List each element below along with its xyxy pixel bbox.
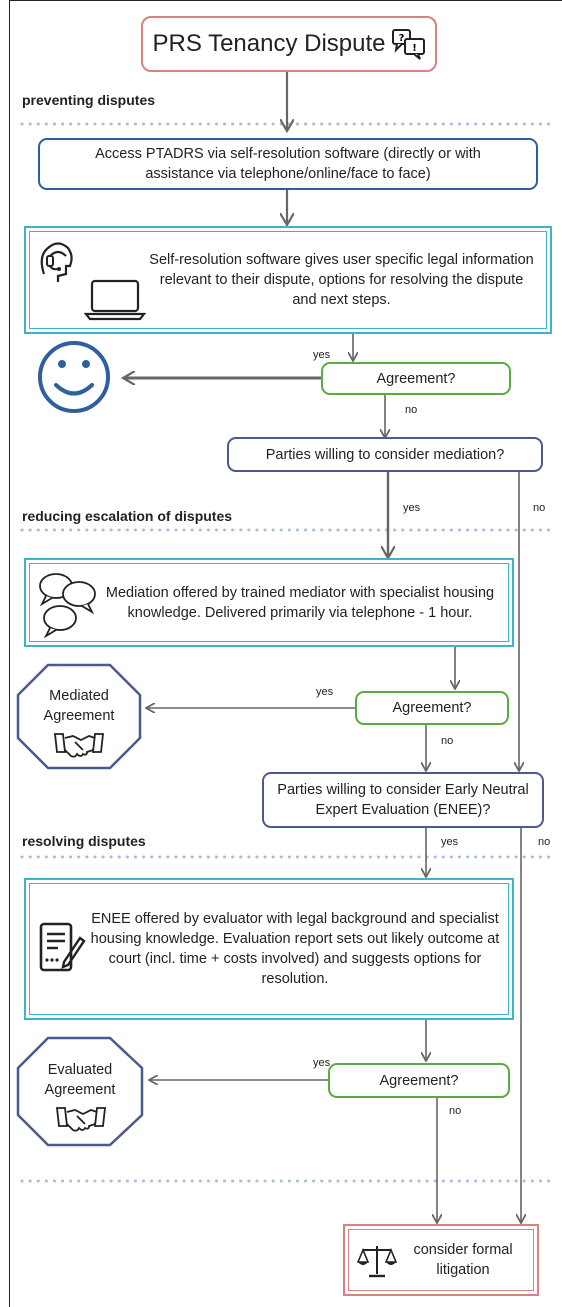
evaluated-agreement-label: Evaluated Agreement	[44, 1062, 116, 1098]
section-label-preventing: preventing disputes	[22, 92, 156, 108]
evaluated-agreement-octagon	[16, 1036, 144, 1147]
laptop-icon	[84, 279, 146, 321]
smiley-icon	[38, 341, 110, 413]
scales-icon	[357, 1246, 397, 1278]
mediation-question-box: Parties willing to consider mediation?	[227, 437, 543, 472]
access-box: Access PTADRS via self-resolution softwa…	[38, 138, 538, 190]
mediated-agreement-label: Mediated Agreement	[43, 688, 115, 724]
mediation-question-text: Parties willing to consider mediation?	[265, 446, 505, 463]
label-no-1: no	[405, 404, 418, 416]
label-no-5: no	[449, 1105, 462, 1117]
agreement-3-box: Agreement?	[328, 1063, 510, 1098]
litigation-text: consider formal litigation	[413, 1242, 513, 1278]
agreement-1-box: Agreement?	[321, 362, 511, 395]
headset-icon	[40, 242, 73, 282]
access-text: Access PTADRS via self-resolution softwa…	[95, 146, 481, 182]
enee-box: ENEE offered by evaluator with legal bac…	[24, 878, 514, 1020]
enee-question-text: Parties willing to consider Early Neutra…	[277, 782, 529, 818]
self-resolution-text: Self-resolution software gives user spec…	[149, 252, 534, 308]
litigation-box: consider formal litigation	[343, 1224, 539, 1296]
section-label-reducing: reducing escalation of disputes	[22, 508, 233, 524]
label-yes-4: yes	[441, 836, 459, 848]
agreement-2-box: Agreement?	[355, 691, 509, 725]
speech-bubbles-icon	[39, 573, 96, 638]
svg-text:?: ?	[399, 33, 405, 44]
enee-question-box: Parties willing to consider Early Neutra…	[262, 772, 544, 828]
svg-text:!: !	[412, 43, 417, 54]
handshake-icon	[53, 733, 105, 758]
label-yes-5: yes	[313, 1057, 331, 1069]
label-no-4: no	[538, 836, 551, 848]
section-label-resolving: resolving disputes	[22, 833, 146, 849]
label-yes-1: yes	[313, 349, 331, 361]
label-no-2: no	[533, 502, 546, 514]
speech-bubbles-icon: ? !	[392, 29, 425, 60]
agreement-2-text: Agreement?	[392, 700, 472, 716]
agreement-1-text: Agreement?	[376, 370, 456, 387]
enee-text: ENEE offered by evaluator with legal bac…	[90, 911, 500, 987]
agreement-3-text: Agreement?	[379, 1072, 459, 1089]
label-no-3: no	[441, 735, 454, 747]
handshake-icon	[55, 1107, 107, 1132]
document-pen-icon	[39, 922, 86, 972]
diagram-frame	[9, 0, 562, 1307]
self-resolution-box: Self-resolution software gives user spec…	[24, 226, 552, 334]
diagram-title: PRS Tenancy Dispute	[152, 30, 386, 57]
title-box: PRS Tenancy Dispute ? !	[141, 16, 437, 72]
mediated-agreement-octagon	[16, 663, 142, 770]
mediation-text: Mediation offered by trained mediator wi…	[105, 584, 495, 621]
label-yes-3: yes	[316, 686, 334, 698]
mediation-box: Mediation offered by trained mediator wi…	[24, 558, 514, 647]
label-yes-2: yes	[403, 502, 421, 514]
